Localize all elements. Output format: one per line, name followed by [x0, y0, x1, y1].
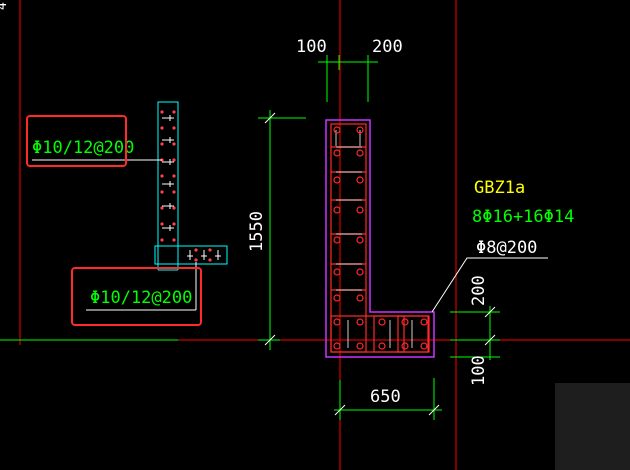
- right-lower-dimension-text: 100: [469, 355, 489, 386]
- column-ties: [335, 130, 413, 348]
- height-dimension: [258, 110, 306, 350]
- column-rebar: [333, 126, 428, 350]
- top-dimension: [318, 55, 378, 102]
- right-dimension: [450, 306, 500, 360]
- left-wall-section: [154, 101, 228, 271]
- left-wall-ties: [162, 115, 221, 260]
- top-right-dimension-text: 200: [372, 37, 403, 57]
- axis-lines: [19, 0, 630, 470]
- column-stirrups: [330, 123, 430, 353]
- bottom-dimension: [334, 378, 442, 420]
- left-wall-rebar-dots: [160, 110, 212, 262]
- label-leader: [431, 257, 548, 313]
- left-edge-text: 47: [0, 0, 10, 10]
- left-callout-leaders: [32, 159, 197, 311]
- column-name-label: GBZ1a: [474, 178, 525, 198]
- right-upper-dimension-text: 200: [469, 275, 489, 306]
- corner-panel: [555, 383, 630, 470]
- lower-callout-text: Φ10/12@200: [90, 288, 192, 308]
- column-stirrup-label: Φ8@200: [476, 238, 537, 258]
- column-main-rebar-label: 8Φ16+16Φ14: [472, 207, 574, 227]
- column-outline: [325, 119, 435, 358]
- upper-callout-highlight: [26, 115, 127, 167]
- bottom-dimension-text: 650: [370, 387, 401, 407]
- upper-callout-text: Φ10/12@200: [32, 138, 134, 158]
- top-left-dimension-text: 100: [296, 37, 327, 57]
- height-dimension-text: 1550: [247, 211, 267, 252]
- lower-callout-highlight: [71, 267, 202, 326]
